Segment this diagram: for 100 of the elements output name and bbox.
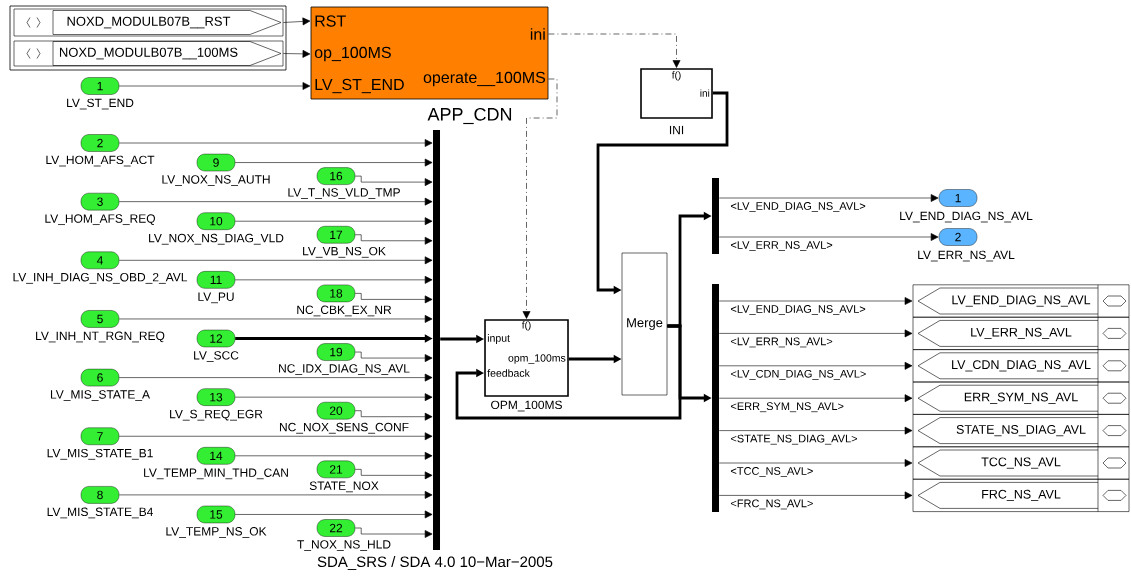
arrow: [283, 49, 311, 58]
port-label: operate__100MS: [423, 71, 546, 87]
arrow: [354, 410, 433, 421]
inport-pill: 3: [80, 192, 120, 211]
signal-label: LV_HOM_AFS_REQ: [45, 214, 155, 226]
inport-pill: 2: [80, 134, 120, 152]
signal-label: LV_ERR_NS_AVL: [918, 250, 1015, 262]
inport-pill: 18: [316, 284, 356, 303]
inport-pill: 11: [196, 271, 236, 289]
port-label: op_100MS: [314, 46, 391, 62]
merge-block: Merge: [621, 252, 668, 396]
arrow: [718, 459, 913, 467]
inport-pill: 13: [196, 388, 236, 406]
edge-label: <LV_END_DIAG_NS_AVL>: [729, 201, 867, 213]
outport-pill: 2: [938, 228, 978, 246]
arrow: [354, 527, 433, 538]
signal-label: NC_NOX_SENS_CONF: [280, 422, 409, 434]
arrow: [718, 329, 913, 338]
port-label: f(): [671, 71, 681, 81]
signal-label: LV_NOX_NS_DIAG_VLD: [149, 233, 284, 245]
arrow: [234, 451, 433, 460]
port-label: ini: [700, 89, 710, 97]
inport-pill: 16: [316, 167, 356, 185]
port-label: feedback: [487, 369, 530, 377]
edge-label: <FRC_NS_AVL>: [729, 498, 815, 511]
goto-tag-block: LV_ERR_NS_AVL: [912, 316, 1130, 350]
signal-label: LV_T_NS_VLD_TMP: [288, 188, 400, 199]
signal-label: LV_PU: [198, 292, 234, 304]
signal-label: LV_MIS_STATE_B4: [47, 507, 153, 519]
arrow: [522, 78, 558, 319]
signal-label: NC_CBK_EX_NR: [297, 305, 392, 317]
signal-label: LV_MIS_STATE_A: [50, 390, 150, 401]
goto-tag-block: FRC_NS_AVL: [912, 478, 1130, 512]
inport-pill: 10: [196, 212, 236, 230]
arrow: [283, 17, 311, 26]
from-tag-block: NOXD_MODULB07B__RST: [13, 8, 284, 37]
goto-tag-block: LV_CDN_DIAG_NS_AVL: [912, 349, 1130, 383]
arrow: [718, 491, 913, 500]
arrow: [234, 158, 433, 167]
arrow: [118, 256, 433, 265]
signal-label: LV_S_REQ_EGR: [170, 409, 263, 421]
port-label: input: [487, 334, 510, 344]
arrow: [354, 293, 433, 304]
port-label: RST: [315, 15, 346, 27]
inport-pill: 12: [196, 329, 236, 348]
arrow: [234, 510, 433, 519]
block-label: OPM_100MS: [491, 400, 562, 412]
inport-pill: 1: [80, 77, 120, 95]
arrow: [718, 394, 913, 403]
edge-label: <ERR_SYM_NS_AVL>: [729, 401, 845, 414]
arrow: [234, 275, 433, 284]
signal-label: STATE_NOX: [309, 481, 379, 493]
inport-pill: 21: [316, 460, 356, 479]
edge-label: <LV_ERR_NS_AVL>: [729, 240, 834, 252]
signal-label: T_NOX_NS_HLD: [297, 540, 391, 551]
arrow: [354, 469, 433, 480]
inport-pill: 20: [316, 402, 356, 420]
arrow: [118, 197, 433, 206]
arrow: [718, 361, 913, 370]
arrow: [718, 297, 913, 305]
arrow: [718, 426, 913, 435]
edge-label: <TCC_NS_AVL>: [729, 466, 815, 478]
edge-label: <LV_ERR_NS_AVL>: [729, 336, 834, 349]
signal-label: LV_NOX_NS_AUTH: [162, 175, 270, 186]
arrow: [118, 82, 311, 90]
arrow: [118, 432, 433, 441]
port-label: f(): [521, 321, 531, 331]
inport-pill: 5: [80, 310, 120, 328]
arrow: [354, 175, 433, 186]
arrow: [718, 194, 939, 202]
signal-label: LV_MIS_STATE_B1: [47, 448, 153, 460]
edge-label: <STATE_NS_DIAG_AVL>: [729, 433, 859, 446]
inport-pill: 22: [316, 519, 356, 537]
inport-pill: 14: [196, 447, 236, 465]
signal-label: LV_SCC: [194, 351, 239, 362]
inport-pill: 15: [196, 505, 236, 524]
signal-label: LV_HOM_AFS_ACT: [46, 155, 155, 167]
signal-label: LV_TEMP_NS_OK: [166, 527, 267, 538]
arrow: [455, 324, 682, 420]
outport-pill: 1: [938, 189, 978, 207]
arrow: [234, 393, 433, 402]
edge-label: <LV_END_DIAG_NS_AVL>: [729, 304, 867, 316]
signal-label: LV_TEMP_MIN_THD_CAN: [144, 468, 288, 480]
signal-label: NC_IDX_DIAG_NS_AVL: [279, 364, 410, 375]
inport-pill: 19: [316, 343, 356, 361]
goto-tag-block: LV_END_DIAG_NS_AVL: [912, 284, 1130, 318]
inport-pill: 7: [80, 427, 120, 445]
signal-label: LV_VB_NS_OK: [303, 246, 386, 258]
inport-pill: 9: [196, 153, 236, 172]
block-label: INI: [669, 125, 684, 135]
port-label: LV_ST_END: [315, 78, 404, 94]
goto-tag-block: TCC_NS_AVL: [912, 446, 1130, 480]
inport-pill: 6: [80, 368, 120, 387]
arrow: [354, 351, 433, 362]
inport-pill: 4: [80, 251, 120, 269]
arrow: [118, 315, 433, 323]
arrow: [118, 373, 433, 382]
arrow: [354, 234, 433, 245]
footer-text: SDA_SRS / SDA 4.0 10−Mar−2005: [317, 556, 553, 570]
goto-tag-block: ERR_SYM_NS_AVL: [912, 381, 1130, 415]
